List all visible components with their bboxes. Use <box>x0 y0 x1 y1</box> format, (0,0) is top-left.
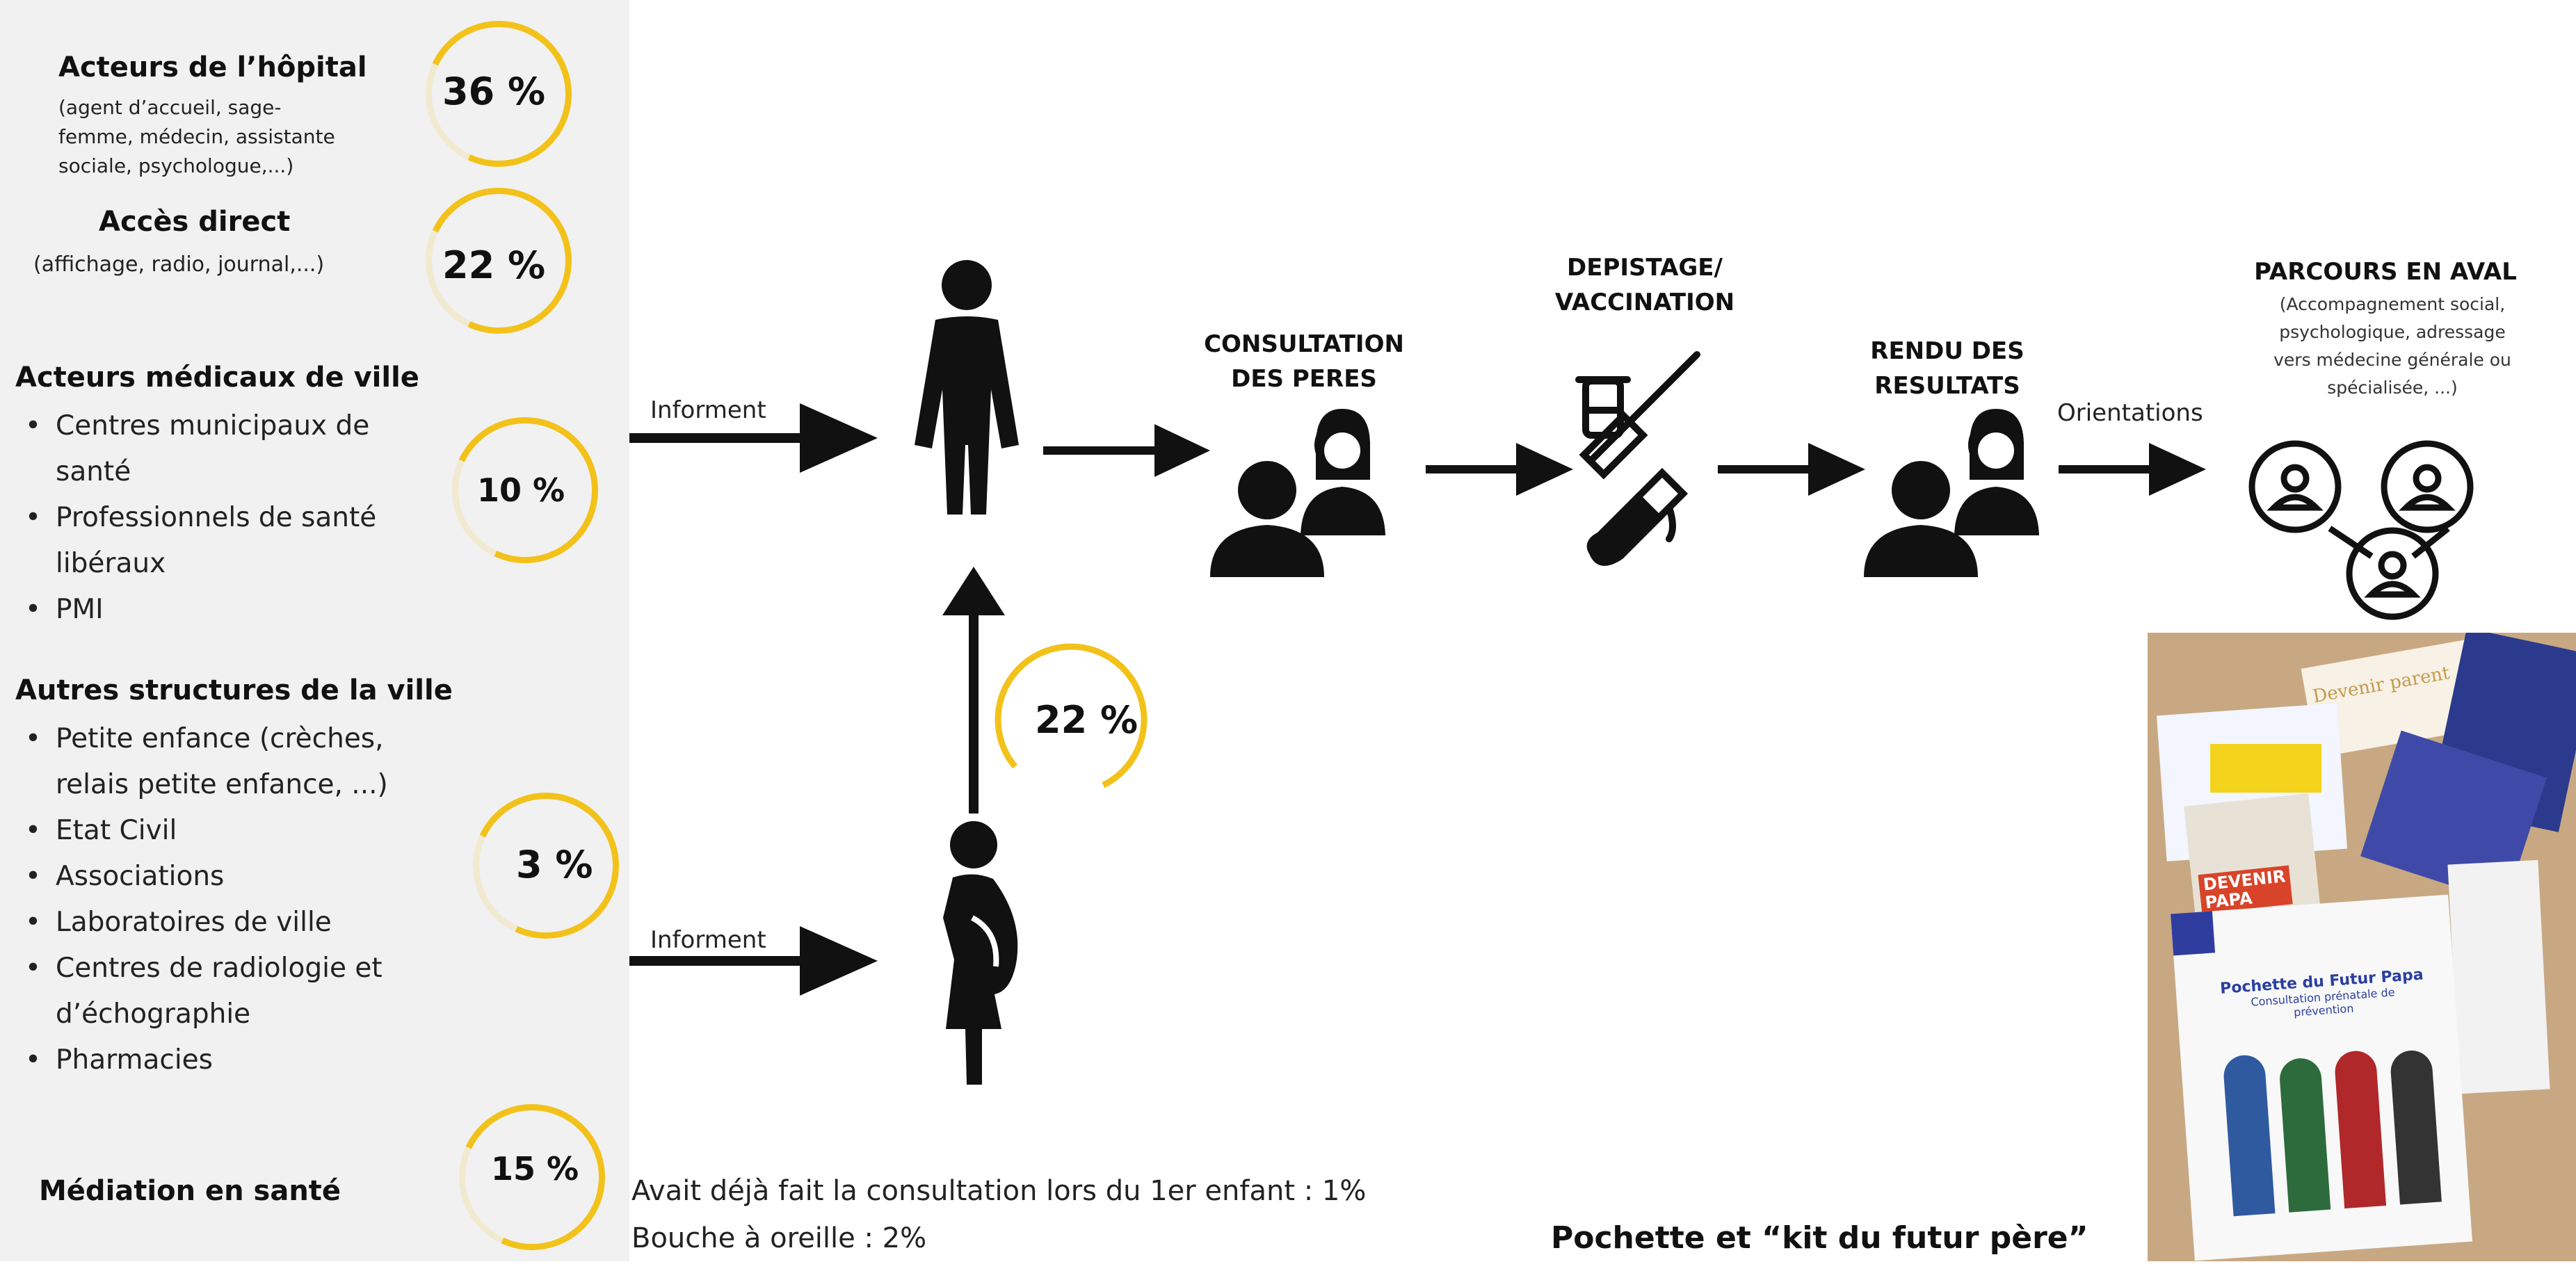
source-heading-mediation: Médiation en santé <box>39 1175 341 1207</box>
note-first-child: Avait déjà fait la consultation lors du … <box>631 1175 1367 1207</box>
kit-leaflet-yellow <box>2210 744 2321 793</box>
percent-mediation: 15 % <box>491 1150 579 1188</box>
arrow-rendu-to-parcours <box>2059 443 2206 496</box>
source-sub-hopital: (agent d’accueil, sage- femme, médecin, … <box>58 96 335 177</box>
percent-acces-direct: 22 % <box>442 243 546 287</box>
arrow-mother-to-father <box>942 567 1005 813</box>
label-informent-top: Informent <box>650 396 766 424</box>
node-parcours-sub: (Accompagnement social, psychologique, a… <box>2273 294 2511 398</box>
care-network-icon <box>2248 440 2474 620</box>
father-icon <box>915 260 1019 515</box>
label-informent-bottom: Informent <box>650 926 766 954</box>
consultation-icon <box>1210 409 1385 577</box>
source-list-medicaux-ville: Centres municipaux de santé Professionne… <box>13 403 376 633</box>
arrow-depistage-to-rendu <box>1718 443 1865 496</box>
arrow-consultation-to-depistage <box>1426 443 1573 496</box>
label-orientations: Orientations <box>2057 399 2203 427</box>
kit-title: Pochette et “kit du futur père” <box>1551 1220 2088 1256</box>
arrow-informent-bottom <box>629 926 878 996</box>
node-rendu-title: RENDU DES RESULTATS <box>1870 337 2024 400</box>
source-list-autres-structures: Petite enfance (crèches, relais petite e… <box>13 716 388 1083</box>
percent-autres-structures: 3 % <box>516 843 593 887</box>
percent-mother-to-father: 22 % <box>1035 698 1138 742</box>
percent-hopital: 36 % <box>442 70 546 113</box>
vaccination-icon <box>1575 351 1700 566</box>
node-parcours-title: PARCOURS EN AVAL <box>2254 258 2517 286</box>
percent-medicaux-ville: 10 % <box>477 471 565 509</box>
note-word-of-mouth: Bouche à oreille : 2% <box>631 1222 927 1254</box>
node-depistage-title: DEPISTAGE/ VACCINATION <box>1554 254 1735 316</box>
node-consultation-title: CONSULTATION DES PERES <box>1204 330 1404 393</box>
source-heading-hopital: Acteurs de l’hôpital <box>58 51 367 83</box>
results-icon <box>1864 409 2039 577</box>
kit-leaflet-grey <box>2447 859 2550 1094</box>
kit-pochette-futur-papa: Pochette du Futur Papa Consultation prén… <box>2171 894 2472 1261</box>
pregnant-mother-icon <box>943 821 1018 1085</box>
arrow-father-to-consultation <box>1043 424 1210 477</box>
source-heading-acces-direct: Accès direct <box>99 206 291 238</box>
kit-booklet-devenir-papa: DEVENIR PAPA <box>2184 793 2320 917</box>
arrow-informent-top <box>629 403 878 473</box>
percent-ring-mother-father <box>995 643 1148 796</box>
source-heading-medicaux-ville: Acteurs médicaux de ville <box>15 362 419 394</box>
kit-photo: Devenir parent DEVENIR PAPA Pochette du … <box>2148 633 2576 1261</box>
source-heading-autres-structures: Autres structures de la ville <box>15 674 453 706</box>
source-sub-acces-direct: (affichage, radio, journal,...) <box>33 252 325 277</box>
